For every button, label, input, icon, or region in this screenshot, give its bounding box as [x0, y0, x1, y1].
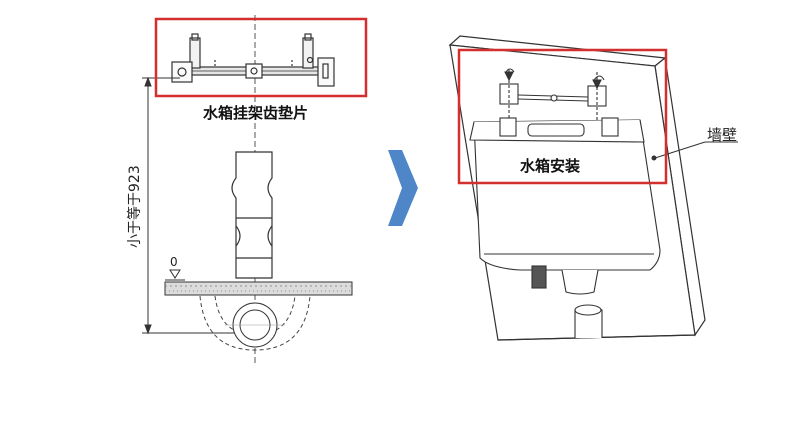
drain-pipe [231, 151, 273, 279]
bracket-label: 水箱挂架齿垫片 [203, 104, 309, 122]
floor-fitting [199, 295, 311, 351]
floor-slab [164, 281, 353, 296]
bracket-highlight-box [154, 17, 368, 98]
right-arrow-icon [388, 150, 418, 226]
cistern-highlight-box [457, 48, 668, 185]
floor-level-label: 0 [170, 255, 178, 269]
floor-level-marker [165, 269, 185, 281]
wall-leader [651, 141, 738, 161]
dimension-label: 小于等于923 [127, 165, 143, 248]
bracket-drawing [171, 33, 335, 87]
wall-label: 墙壁 [707, 126, 738, 144]
wall-bracket-drawing [499, 68, 607, 120]
dimension-line [142, 76, 240, 335]
floor-pipe [574, 304, 603, 338]
cistern-drawing [469, 117, 661, 295]
cistern-install-label: 水箱安装 [520, 157, 581, 175]
